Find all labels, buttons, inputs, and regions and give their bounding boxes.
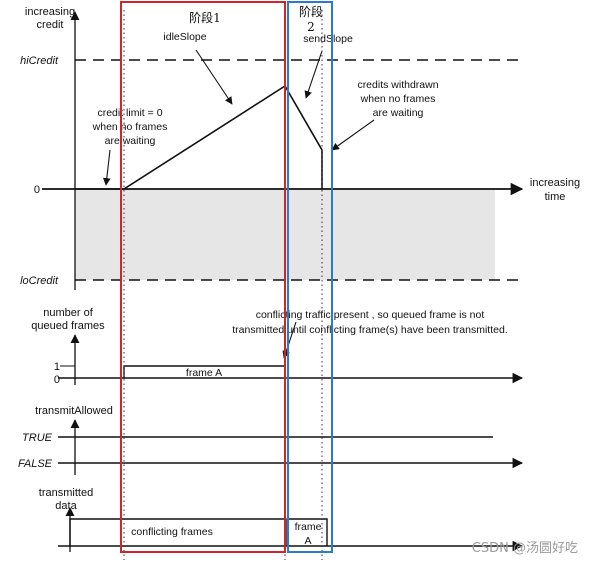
credit-limit-pointer xyxy=(102,149,111,186)
conflicting-frames-label: conflicting frames xyxy=(131,526,213,538)
true-label: TRUE xyxy=(22,432,53,444)
send-slope-label: sendSlope xyxy=(303,33,353,45)
withdrawn-label-line1: credits withdrawn xyxy=(357,79,438,91)
credit-limit-label-line3: are waiting xyxy=(105,135,156,147)
queue-zero-label: 0 xyxy=(54,374,60,386)
hicredit-label: hiCredit xyxy=(20,55,59,67)
time-axis-label-line1: increasing xyxy=(530,177,580,189)
send-slope-pointer xyxy=(304,50,323,99)
transmitted-data-label-line1: transmitted xyxy=(39,487,93,499)
withdrawn-pointer xyxy=(331,119,375,151)
phase2-label-line2: 2 xyxy=(307,20,315,34)
false-label: FALSE xyxy=(18,458,53,470)
transmitted-data-label-line2: data xyxy=(55,500,77,512)
credit-axis-label-line1: increasing xyxy=(25,6,75,18)
conflicting-note-line2: transmitted until conflicting frame(s) h… xyxy=(232,324,507,336)
queue-one-label: 1 xyxy=(54,361,60,373)
credit-limit-label-line1: credit limit = 0 xyxy=(97,107,162,119)
transmit-allowed-label: transmitAllowed xyxy=(35,405,113,417)
frame-a-transmit-label-line2: A xyxy=(304,535,311,547)
credit-axis-label-line2: credit xyxy=(37,19,64,31)
phase1-box xyxy=(120,1,286,553)
frame-a-queue-label: frame A xyxy=(186,367,222,379)
zero-credit-label: 0 xyxy=(34,184,40,196)
locredit-label: loCredit xyxy=(20,275,59,287)
credit-limit-label-line2: when no frames xyxy=(92,121,168,133)
queue-axis-label-line2: queued frames xyxy=(31,320,105,332)
frame-a-transmit-label-line1: frame xyxy=(295,521,322,533)
withdrawn-label-line2: when no frames xyxy=(360,93,436,105)
time-axis-label-line2: time xyxy=(545,191,566,203)
queue-axis-label-line1: number of xyxy=(43,307,93,319)
watermark: CSDN @汤圆好吃 xyxy=(472,540,578,556)
conflicting-note-line1: conflicting traffic present , so queued … xyxy=(256,309,485,321)
idle-slope-label: idleSlope xyxy=(163,31,206,43)
phase2-label-line1: 阶段 xyxy=(299,4,323,19)
phase1-label: 阶段1 xyxy=(189,10,221,25)
phase2-box xyxy=(287,1,333,553)
idle-slope-pointer xyxy=(195,49,233,105)
withdrawn-label-line3: are waiting xyxy=(373,107,424,119)
